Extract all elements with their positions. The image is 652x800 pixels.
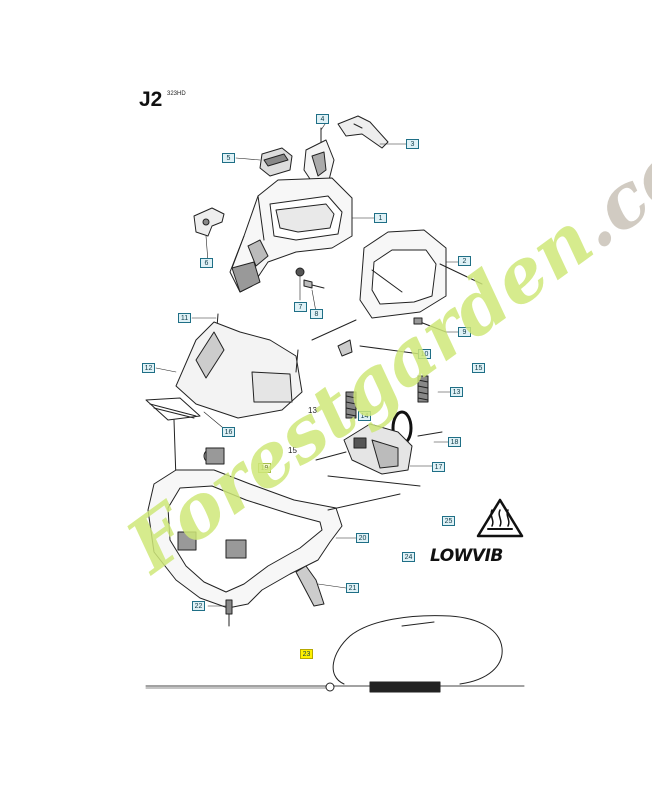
- callout-10: 10: [418, 349, 431, 359]
- lowvib-logo-text: LOWVIB: [430, 546, 503, 566]
- part-12-tank-shroud: [175, 321, 303, 419]
- part-6-clip: [193, 207, 225, 237]
- callout-22: 22: [192, 601, 205, 611]
- callout-19: 19: [258, 463, 271, 473]
- callout-18: 18: [448, 437, 461, 447]
- part-20-front-handle: [147, 469, 421, 609]
- callout-15: 15: [472, 363, 485, 373]
- callout-8: 8: [310, 309, 323, 319]
- callout-13: 13: [450, 387, 463, 397]
- callout-12: 12: [142, 363, 155, 373]
- part-17-av-bracket: [315, 423, 443, 475]
- callout-6: 6: [200, 258, 213, 268]
- page-subtitle: 323HD: [167, 91, 186, 97]
- lowvib-logo: LOWVIB: [430, 546, 522, 568]
- callout-5: 5: [222, 153, 235, 163]
- part-23-throttle-cable: [145, 615, 525, 693]
- callout-4: 4: [316, 114, 329, 124]
- leader-lines: [155, 123, 459, 607]
- callout-25: 25: [442, 516, 455, 526]
- part-1-rear-handle: [229, 177, 353, 293]
- callout-3: 3: [406, 139, 419, 149]
- part-2-cover: [359, 229, 483, 319]
- page-title: J2: [139, 88, 163, 111]
- callout-23: 23: [300, 649, 313, 659]
- part-18-rubber-mount: [173, 419, 225, 481]
- callout-24: 24: [402, 552, 415, 562]
- callout-17: 17: [432, 462, 445, 472]
- part-22-bolt: [225, 599, 233, 627]
- callout-13-plain: 13: [308, 406, 317, 415]
- callout-21: 21: [346, 583, 359, 593]
- callout-7: 7: [294, 302, 307, 312]
- callout-15-plain: 15: [288, 446, 297, 455]
- callout-9: 9: [458, 327, 471, 337]
- callout-14: 14: [358, 411, 371, 421]
- callout-1: 1: [374, 213, 387, 223]
- callout-11: 11: [178, 313, 191, 323]
- part-16-plate: [145, 397, 201, 421]
- part-5-block: [259, 147, 293, 177]
- callout-2: 2: [458, 256, 471, 266]
- hot-surface-warning-icon: [476, 498, 524, 538]
- part-3-throttle-trigger: [337, 115, 389, 149]
- callout-20: 20: [356, 533, 369, 543]
- part-9-10-bolts: [311, 317, 447, 357]
- callout-16: 16: [222, 427, 235, 437]
